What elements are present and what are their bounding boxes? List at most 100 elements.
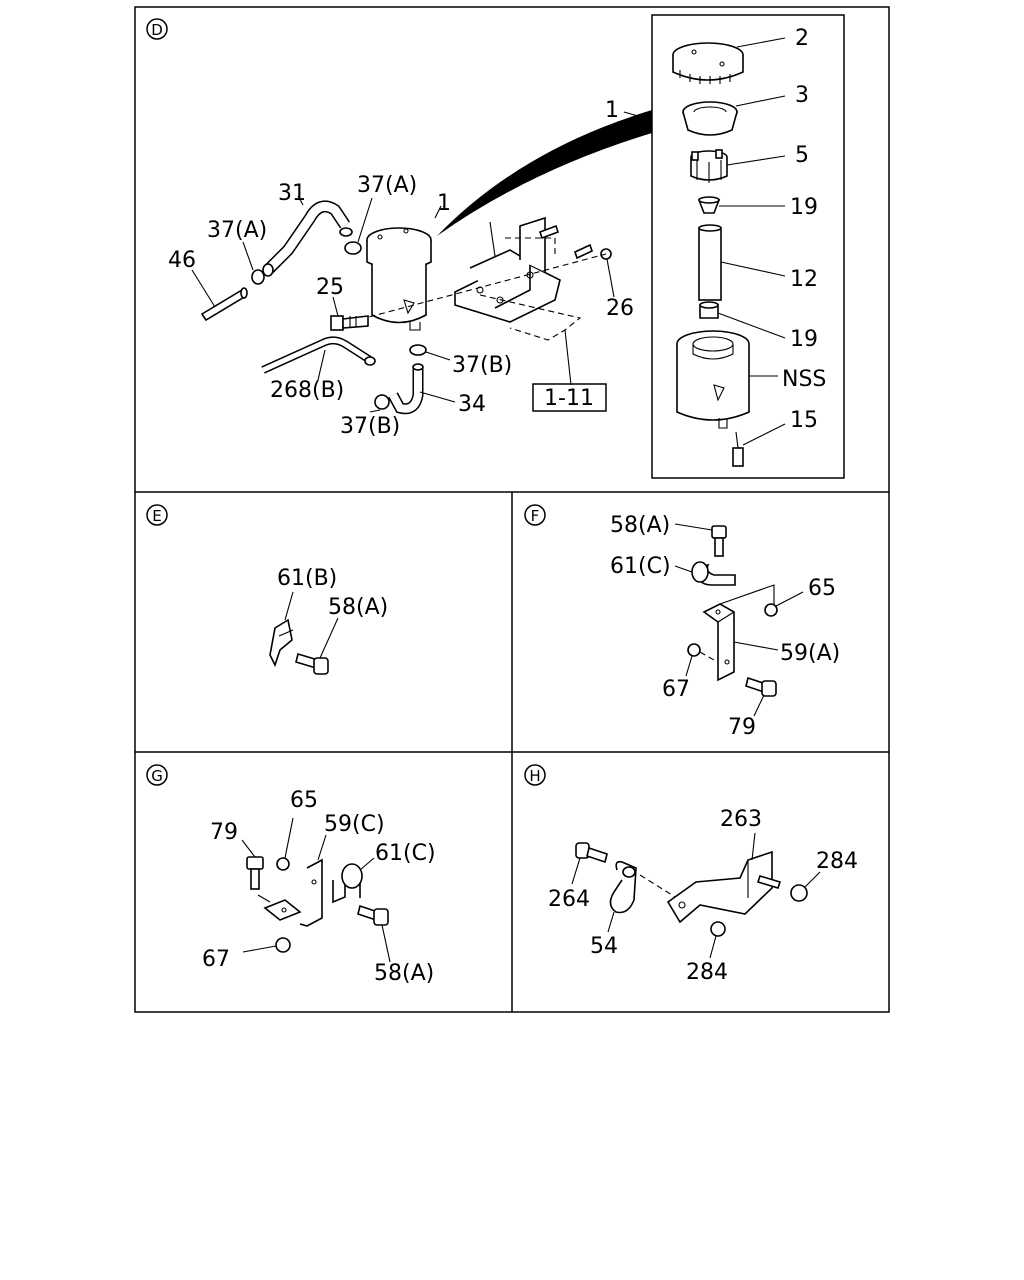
- label-part-34: 34: [458, 392, 486, 417]
- label-part-284-right: 284: [816, 849, 858, 874]
- label-part-2: 2: [795, 26, 809, 51]
- section-D: 2 3 5 19 12 19 NSS 15 1: [168, 14, 845, 479]
- bolt-58A-E: [295, 617, 339, 675]
- label-part-58A-F: 58(A): [610, 513, 670, 538]
- label-part-61C-F: 61(C): [610, 554, 671, 579]
- label-part-65-F: 65: [808, 576, 836, 601]
- svg-text:G: G: [151, 767, 163, 785]
- label-part-268B: 268(B): [270, 378, 344, 403]
- svg-text:E: E: [152, 507, 161, 525]
- label-part-37B-lower: 37(B): [340, 414, 400, 439]
- label-part-26: 26: [606, 296, 634, 321]
- section-letter-H: H: [524, 764, 546, 786]
- clamp-61C-F: [674, 561, 736, 586]
- clamp-37B-lower: [369, 394, 390, 413]
- bolt-79-G: [241, 839, 264, 890]
- label-part-15: 15: [790, 408, 818, 433]
- pipe-268B: [261, 336, 376, 381]
- label-part-5: 5: [795, 143, 809, 168]
- label-part-19-lower: 19: [790, 327, 818, 352]
- nut-67-F: [685, 643, 715, 677]
- main-reservoir: [366, 227, 432, 331]
- label-part-79-F: 79: [728, 715, 756, 740]
- bracket-59A: [702, 584, 779, 682]
- label-part-25: 25: [316, 275, 344, 300]
- nut-284-bottom: [709, 921, 726, 959]
- label-part-1: 1: [437, 191, 451, 216]
- reservoir-cap: [672, 42, 744, 84]
- hose-clip-inset: [732, 431, 744, 467]
- clip-61B: [269, 591, 294, 668]
- label-part-65-G: 65: [290, 788, 318, 813]
- hose-34: [388, 363, 456, 415]
- label-part-61B: 61(B): [277, 566, 337, 591]
- nut-67-G: [242, 937, 291, 953]
- panel-frame: [134, 6, 890, 1013]
- clamp-54: [607, 860, 637, 933]
- nut-65-F: [764, 591, 804, 617]
- label-part-12: 12: [790, 267, 818, 292]
- label-part-67-G: 67: [202, 947, 230, 972]
- label-part-37A-left: 37(A): [207, 218, 267, 243]
- section-letter-G: G: [146, 764, 168, 786]
- seal-ring: [682, 101, 738, 136]
- label-part-1-callout: 1: [605, 98, 619, 123]
- label-part-3: 3: [795, 83, 809, 108]
- hose-31: [262, 195, 353, 277]
- clamp-37A-upper: [344, 197, 373, 255]
- clamp-61C-G: [332, 857, 375, 904]
- bushing-upper: [697, 196, 721, 214]
- label-part-46: 46: [168, 248, 196, 273]
- bushing-lower: [699, 301, 719, 319]
- mounting-bracket: [454, 216, 582, 386]
- bolt-58A-F: [674, 523, 727, 557]
- label-part-37B-right: 37(B): [452, 353, 512, 378]
- label-part-264: 264: [548, 887, 590, 912]
- label-part-59C: 59(C): [324, 812, 385, 837]
- label-part-284-bottom: 284: [686, 960, 728, 985]
- filter-holder: [690, 149, 728, 183]
- ref-box-1-11: [532, 383, 607, 412]
- section-letter-F: F: [524, 504, 546, 526]
- label-part-NSS: NSS: [782, 367, 826, 392]
- bolt-58A-G: [357, 904, 391, 963]
- inset-leaders: [623, 37, 786, 446]
- svg-text:F: F: [531, 507, 540, 525]
- bracket-263: [666, 832, 773, 924]
- section-E: 61(B) 58(A): [269, 566, 388, 675]
- callout-wedge: [437, 110, 652, 236]
- stud-bolts: [538, 224, 593, 260]
- reservoir-body: [676, 330, 750, 429]
- label-part-37A-upper: 37(A): [357, 173, 417, 198]
- label-part-79-G: 79: [210, 820, 238, 845]
- bolt-79-F: [745, 676, 777, 717]
- pipe-46: [191, 269, 248, 322]
- nut-65-G: [276, 817, 294, 871]
- section-G: 65 79 59(C) 61(C) 67 58(A): [202, 788, 436, 986]
- bracket-59C: [257, 834, 327, 927]
- label-part-31: 31: [278, 181, 306, 206]
- clamp-37A-left: [242, 241, 265, 285]
- section-letter-D: D: [146, 18, 168, 40]
- inset-box: [651, 14, 845, 479]
- svg-text:H: H: [529, 767, 540, 785]
- svg-text:D: D: [151, 21, 163, 39]
- stud-bolt-263: [756, 875, 782, 889]
- bolt-264: [571, 842, 608, 885]
- nut-284-right: [790, 871, 821, 902]
- section-F: 58(A) 61(C) 65 59(A) 67 79: [610, 513, 840, 740]
- label-part-58A-E: 58(A): [328, 595, 388, 620]
- label-part-19-upper: 19: [790, 195, 818, 220]
- filter-tube: [698, 224, 722, 301]
- section-letter-E: E: [146, 504, 168, 526]
- label-part-54: 54: [590, 934, 618, 959]
- section-H: 263 284 264 54 284: [548, 807, 858, 985]
- bolt-25: [330, 296, 369, 331]
- label-part-59A: 59(A): [780, 641, 840, 666]
- label-part-67-F: 67: [662, 677, 690, 702]
- clamp-37B-upper: [409, 344, 451, 361]
- ref-box-label: 1-11: [544, 386, 594, 411]
- label-part-263: 263: [720, 807, 762, 832]
- label-part-61C-G: 61(C): [375, 841, 436, 866]
